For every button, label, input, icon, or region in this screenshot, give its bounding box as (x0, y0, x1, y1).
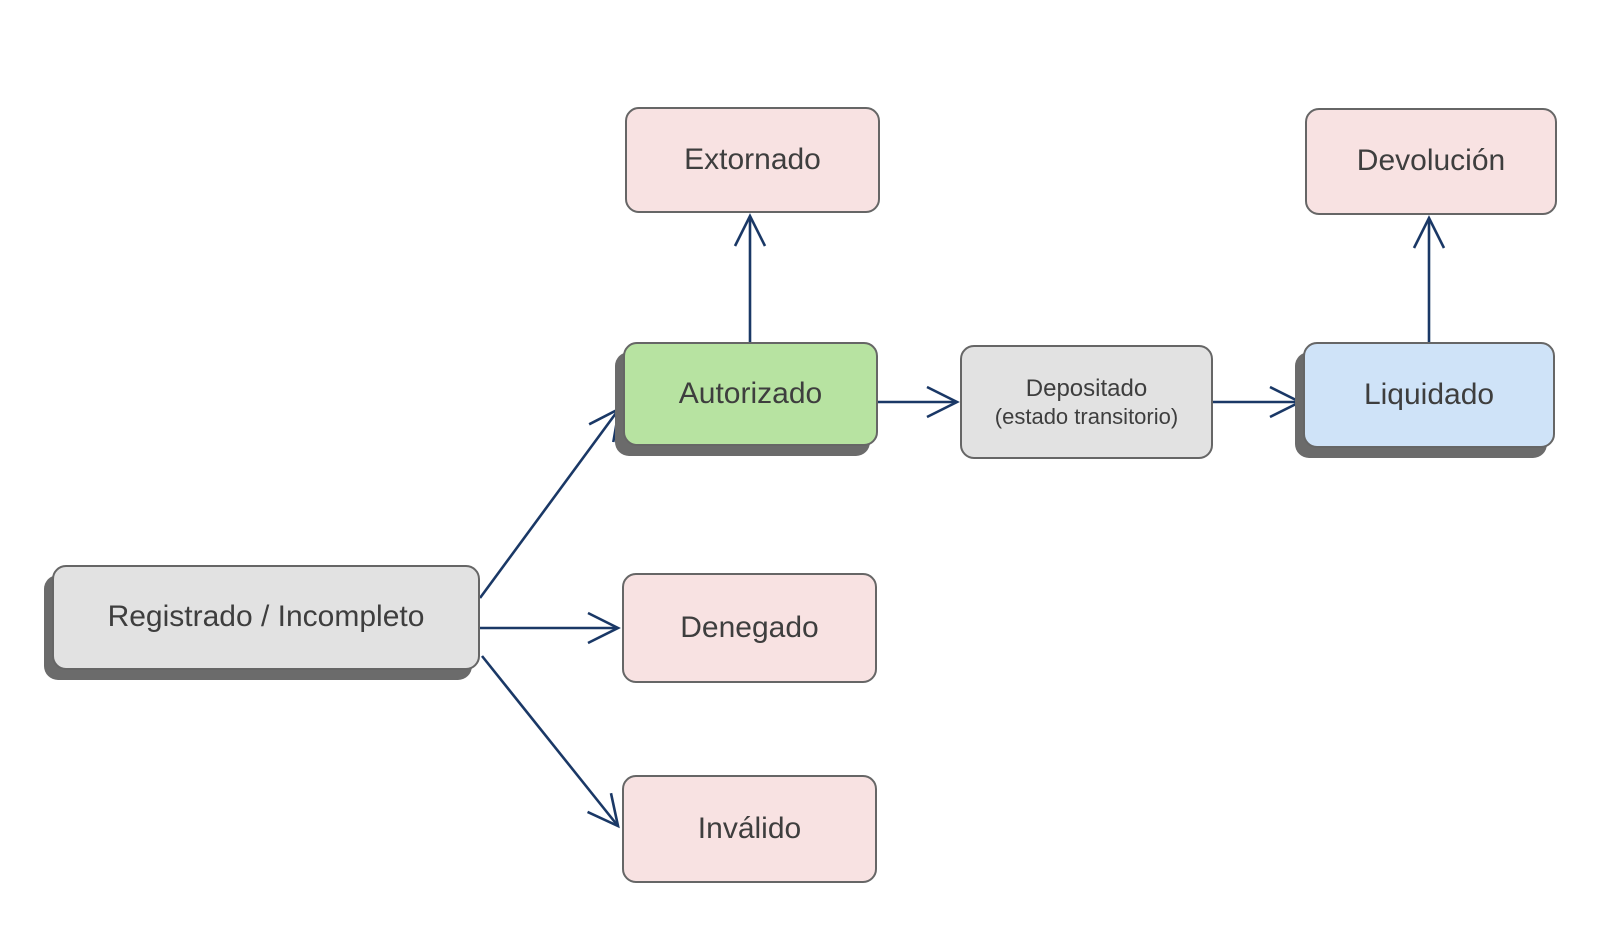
node-extornado: Extornado (625, 107, 880, 213)
node-depositado: Depositado (estado transitorio) (960, 345, 1213, 459)
edge-registrado-autorizado (478, 406, 621, 599)
node-denegado: Denegado (622, 573, 877, 683)
node-autorizado-label: Autorizado (678, 376, 823, 410)
node-denegado-label: Denegado (680, 610, 819, 644)
node-autorizado: Autorizado (623, 342, 878, 446)
node-invalido-label: Inválido (697, 811, 802, 845)
edge-registrado-invalido (480, 655, 620, 829)
node-liquidado-label: Liquidado (1363, 377, 1495, 411)
node-registrado-incompleto: Registrado / Incompleto (52, 565, 480, 670)
node-depositado-sublabel: (estado transitorio) (994, 404, 1179, 430)
node-registrado-incompleto-label: Registrado / Incompleto (107, 600, 425, 634)
node-extornado-label: Extornado (684, 142, 821, 176)
node-devolucion: Devolución (1305, 108, 1557, 215)
node-depositado-label: Depositado (1025, 374, 1148, 402)
node-invalido: Inválido (622, 775, 877, 883)
node-devolucion-label: Devolución (1356, 144, 1506, 178)
node-liquidado: Liquidado (1303, 342, 1555, 448)
